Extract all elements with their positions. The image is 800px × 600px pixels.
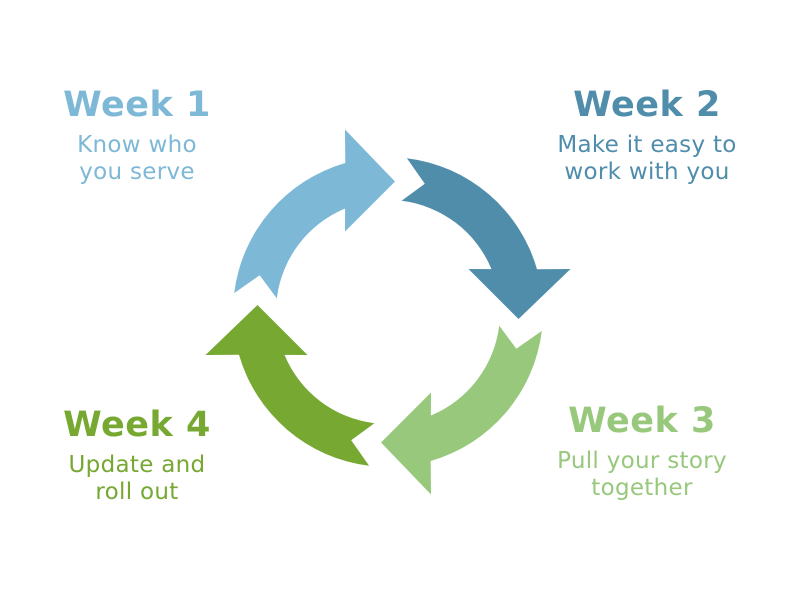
cycle-diagram [205,129,571,495]
week-2-description-line-1: Make it easy to [557,131,737,158]
week-3-description-line-1: Pull your story [557,447,727,474]
week-1-description-line-1: Know who [77,131,197,158]
week-3-description-line-2: together [591,474,693,501]
week-2-title: Week 2 [573,85,721,125]
step-week-4: Week 4 Update and roll out [25,406,249,506]
week-1-description-line-2: you serve [79,158,195,185]
cycle-arrow-week-3 [381,325,542,495]
cycle-arrow-week-1 [234,129,395,299]
week-3-title: Week 3 [568,401,716,441]
cycle-arrow-week-4 [205,305,375,466]
week-1-title: Week 1 [63,85,211,125]
week-2-description-line-2: work with you [564,158,730,185]
cycle-arrow-week-2 [401,158,571,319]
step-week-1: Week 1 Know who you serve [25,86,249,186]
week-4-description-line-2: roll out [95,478,179,505]
step-week-3: Week 3 Pull your story together [527,402,757,502]
step-week-2: Week 2 Make it easy to work with you [535,86,759,186]
week-4-title: Week 4 [63,405,211,445]
week-4-description-line-1: Update and [68,451,206,478]
